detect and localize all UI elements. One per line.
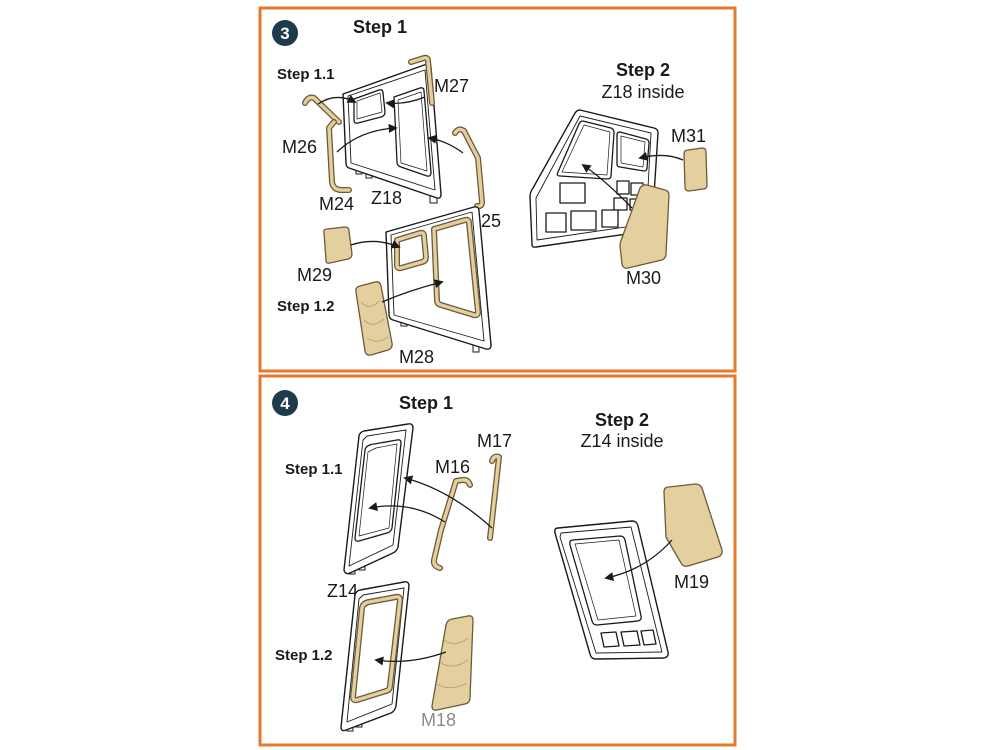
lower-panel-cutout [559, 182, 586, 204]
part-m24 [326, 119, 352, 193]
arrow-m27-to-small-window [385, 96, 426, 109]
door-inner-edge [346, 587, 405, 723]
step-badge-4: 4 [272, 390, 298, 416]
label-m26: M26 [282, 137, 317, 157]
badge-circle [272, 20, 298, 46]
label-m19: M19 [674, 572, 709, 592]
lower-panel-cutout [620, 630, 641, 647]
large-window-opening [393, 87, 432, 177]
step-2-note: Z14 inside [580, 431, 663, 451]
lower-panel-cutout [600, 631, 620, 648]
window-inner-edge [574, 539, 637, 621]
arrow-m19-to-window [604, 539, 673, 581]
arrow-m30-to-left-window [581, 163, 633, 209]
part-m16 [430, 476, 473, 571]
arrow-m28-to-large-window [381, 279, 444, 303]
door-inner-edge [348, 429, 407, 567]
badge-circle [272, 390, 298, 416]
arrow-m16-to-window [368, 502, 446, 523]
label-m18: M18 [421, 710, 456, 730]
label-m30: M30 [626, 268, 661, 288]
step-2-note: Z18 inside [601, 82, 684, 102]
part-m29 [323, 226, 353, 264]
right-window-opening [616, 131, 650, 172]
part-m26 [302, 94, 342, 125]
step-1-title: Step 1 [353, 17, 407, 37]
step-1-2-label: Step 1.2 [275, 647, 333, 664]
door-inner-edge [347, 69, 436, 191]
lower-panel-cutout [570, 210, 597, 231]
label-z14: Z14 [327, 581, 358, 601]
lower-panel-cutout [601, 209, 619, 228]
lower-panel-cutout [616, 180, 630, 195]
step-2-title: Step 2 [616, 60, 670, 80]
small-window-opening [353, 89, 386, 124]
part-m18 [431, 615, 474, 711]
step-2-title: Step 2 [595, 410, 649, 430]
part-m25 [452, 126, 485, 210]
badge-number: 3 [280, 24, 289, 43]
arrow-m31-to-right-window [638, 151, 684, 161]
panel-3: 3 Step 1 Step 1.1 Step 1.2 Step 2 Z18 in… [258, 6, 737, 373]
label-m16: M16 [435, 457, 470, 477]
arrow-m26-to-small-window [317, 94, 357, 105]
step-1-title: Step 1 [399, 393, 453, 413]
right-window-inner-edge [620, 135, 646, 168]
part-m28 [355, 281, 393, 356]
label-m24: M24 [319, 194, 354, 214]
installed-small-window-frame [394, 229, 429, 272]
part-m31 [683, 147, 708, 192]
label-m28: M28 [399, 347, 434, 367]
large-window-inner-edge [397, 91, 428, 172]
panel-4-border [258, 374, 737, 747]
panel-3-border [258, 6, 737, 373]
lower-panel-cutout [545, 212, 567, 233]
door-z18-outside-step-1-1 [342, 63, 442, 204]
lower-panel-cutout [640, 629, 657, 646]
door-inner-edge [390, 211, 485, 342]
part-m17 [487, 453, 502, 541]
window-inner-edge [358, 443, 398, 537]
part-m19 [663, 483, 723, 567]
door-z18-outside-step-1-2 [385, 206, 492, 353]
label-m17: M17 [477, 431, 512, 451]
left-window-inner-edge [561, 124, 611, 176]
arrow-m17-to-window [403, 475, 493, 529]
door-z14-inside-view [554, 520, 669, 660]
arrow-m24-to-large-window [336, 123, 398, 153]
label-m31: M31 [671, 126, 706, 146]
label-z18: Z18 [371, 188, 402, 208]
part-m30 [619, 184, 670, 269]
label-m29: M29 [297, 265, 332, 285]
arrow-m25-to-large-window [427, 134, 464, 154]
installed-window-frame [350, 593, 403, 704]
door-inner-edge [535, 115, 652, 241]
step-1-1-label: Step 1.1 [277, 66, 335, 83]
door-z18-inside-view [529, 109, 659, 248]
small-window-inner-edge [356, 92, 383, 120]
door-z14-outside-step-1-2 [340, 581, 410, 732]
panel-4: 4 Step 1 Step 1.1 Step 1.2 Step 2 Z14 in… [258, 374, 737, 747]
lower-panel-cutout [613, 197, 628, 211]
badge-number: 4 [280, 394, 290, 413]
label-m27: M27 [434, 76, 469, 96]
arrow-m29-to-small-window [350, 240, 401, 249]
door-inner-edge [559, 526, 663, 654]
step-badge-3: 3 [272, 20, 298, 46]
installed-large-window-frame [431, 216, 481, 319]
arrow-m18-to-window [374, 651, 447, 666]
step-1-1-label: Step 1.1 [285, 461, 343, 478]
step-1-2-label: Step 1.2 [277, 298, 335, 315]
left-window-opening [556, 120, 615, 180]
part-m27 [408, 54, 435, 106]
door-z14-outside-step-1-1 [343, 423, 414, 575]
